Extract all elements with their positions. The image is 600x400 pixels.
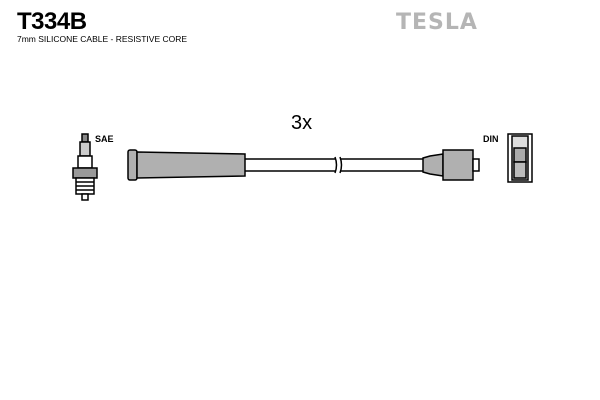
din-terminal-icon bbox=[507, 133, 533, 183]
din-label: DIN bbox=[483, 134, 499, 144]
spark-plug-icon bbox=[72, 133, 98, 201]
cable bbox=[245, 156, 423, 174]
sae-boot bbox=[127, 149, 246, 181]
brand-logo: TESLA bbox=[396, 10, 478, 35]
part-code: T334B bbox=[17, 8, 87, 35]
din-boot bbox=[422, 149, 480, 181]
cable-description: 7mm SILICONE CABLE - RESISTIVE CORE bbox=[17, 34, 188, 44]
quantity-label: 3x bbox=[291, 112, 313, 134]
sae-label: SAE bbox=[95, 134, 114, 144]
